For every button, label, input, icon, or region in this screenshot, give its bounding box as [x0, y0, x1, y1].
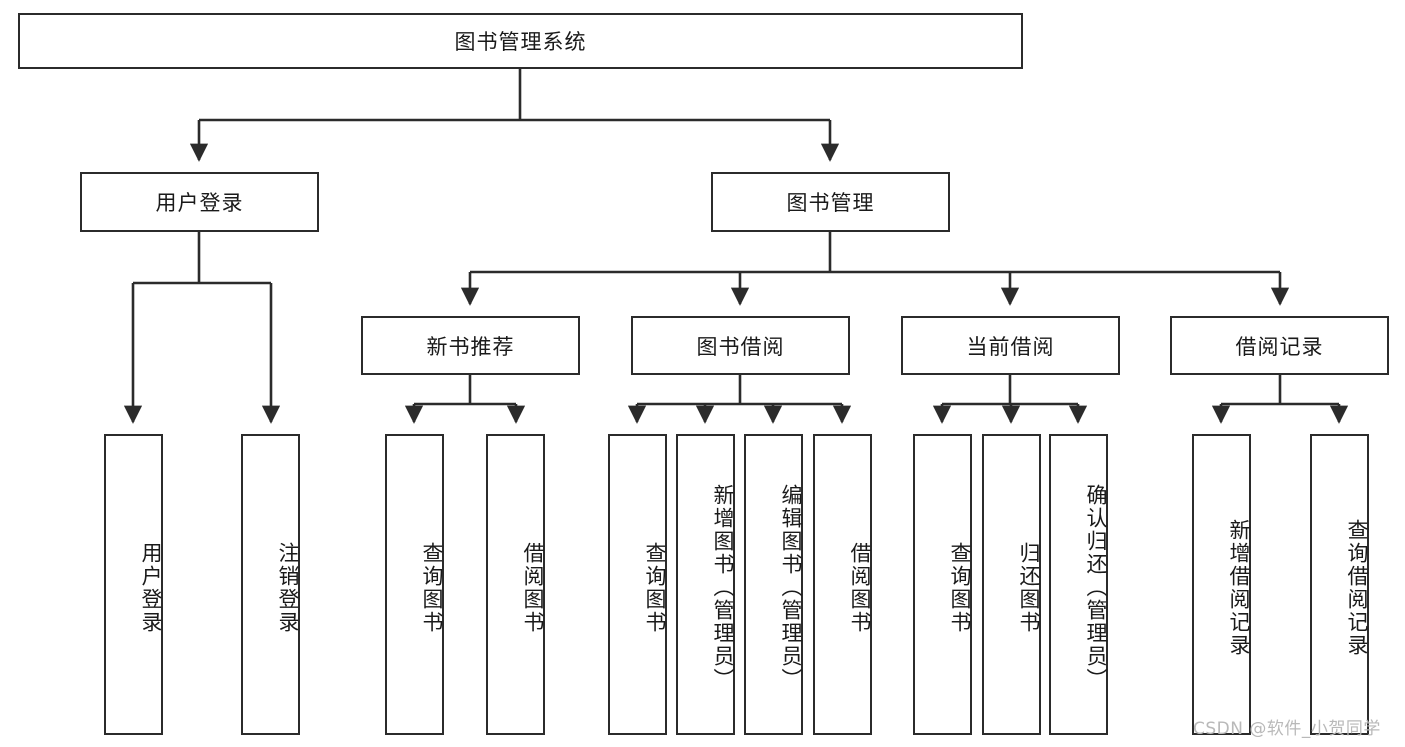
node-leaf-borrow-book-2-label: 借阅图书 — [848, 541, 872, 634]
node-leaf-edit-book-admin[interactable]: 编辑图书（管理员） — [744, 434, 803, 735]
node-leaf-edit-book-admin-label: 编辑图书（管理员） — [779, 484, 803, 691]
node-leaf-add-book-admin-label: 新增图书（管理员） — [711, 484, 735, 691]
node-leaf-query-borrow-record-label: 查询借阅记录 — [1345, 518, 1369, 657]
node-leaf-add-borrow-record[interactable]: 新增借阅记录 — [1192, 434, 1251, 735]
node-book-manage[interactable]: 图书管理 — [711, 172, 950, 232]
node-leaf-logout-login[interactable]: 注销登录 — [241, 434, 300, 735]
node-leaf-logout-login-label: 注销登录 — [276, 541, 300, 634]
node-user-login-label: 用户登录 — [155, 191, 244, 215]
node-new-book-recommend-label: 新书推荐 — [426, 334, 515, 359]
node-book-borrow[interactable]: 图书借阅 — [631, 316, 850, 375]
node-leaf-query-book-1-label: 查询图书 — [420, 541, 444, 634]
node-leaf-return-book-label: 归还图书 — [1017, 541, 1041, 634]
csdn-watermark: CSDN @软件_小贺同学 — [1193, 719, 1381, 739]
node-leaf-add-book-admin[interactable]: 新增图书（管理员） — [676, 434, 735, 735]
node-root-label: 图书管理系统 — [454, 30, 587, 54]
node-leaf-query-book-1[interactable]: 查询图书 — [385, 434, 444, 735]
node-leaf-confirm-return-admin[interactable]: 确认归还（管理员） — [1049, 434, 1108, 735]
node-leaf-confirm-return-admin-label: 确认归还（管理员） — [1084, 484, 1108, 691]
node-current-borrow[interactable]: 当前借阅 — [901, 316, 1120, 375]
node-leaf-borrow-book-1-label: 借阅图书 — [521, 541, 545, 634]
node-book-borrow-label: 图书借阅 — [696, 334, 785, 359]
node-leaf-return-book[interactable]: 归还图书 — [982, 434, 1041, 735]
node-borrow-record-label: 借阅记录 — [1235, 334, 1324, 359]
node-user-login[interactable]: 用户登录 — [80, 172, 319, 232]
node-leaf-query-borrow-record[interactable]: 查询借阅记录 — [1310, 434, 1369, 735]
node-leaf-borrow-book-1[interactable]: 借阅图书 — [486, 434, 545, 735]
node-leaf-query-book-3-label: 查询图书 — [948, 541, 972, 634]
node-leaf-query-book-3[interactable]: 查询图书 — [913, 434, 972, 735]
node-leaf-query-book-2[interactable]: 查询图书 — [608, 434, 667, 735]
node-leaf-user-login[interactable]: 用户登录 — [104, 434, 163, 735]
node-leaf-borrow-book-2[interactable]: 借阅图书 — [813, 434, 872, 735]
node-leaf-add-borrow-record-label: 新增借阅记录 — [1227, 518, 1251, 657]
node-book-manage-label: 图书管理 — [786, 191, 875, 215]
node-new-book-recommend[interactable]: 新书推荐 — [361, 316, 580, 375]
node-root[interactable]: 图书管理系统 — [18, 13, 1023, 69]
node-leaf-user-login-label: 用户登录 — [139, 541, 163, 634]
node-leaf-query-book-2-label: 查询图书 — [643, 541, 667, 634]
node-current-borrow-label: 当前借阅 — [966, 334, 1055, 359]
node-borrow-record[interactable]: 借阅记录 — [1170, 316, 1389, 375]
